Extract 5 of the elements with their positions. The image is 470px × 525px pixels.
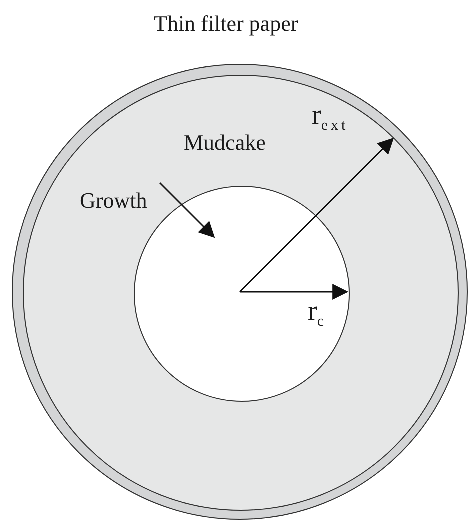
radius-symbol: r$_{ext}$ [312, 102, 349, 134]
radius-symbol: r$_{c}$ [308, 298, 327, 330]
region-label: Mudcake [184, 132, 266, 154]
ring-label: Thin filter paper [154, 13, 298, 35]
growth-label: Growth [80, 190, 148, 212]
